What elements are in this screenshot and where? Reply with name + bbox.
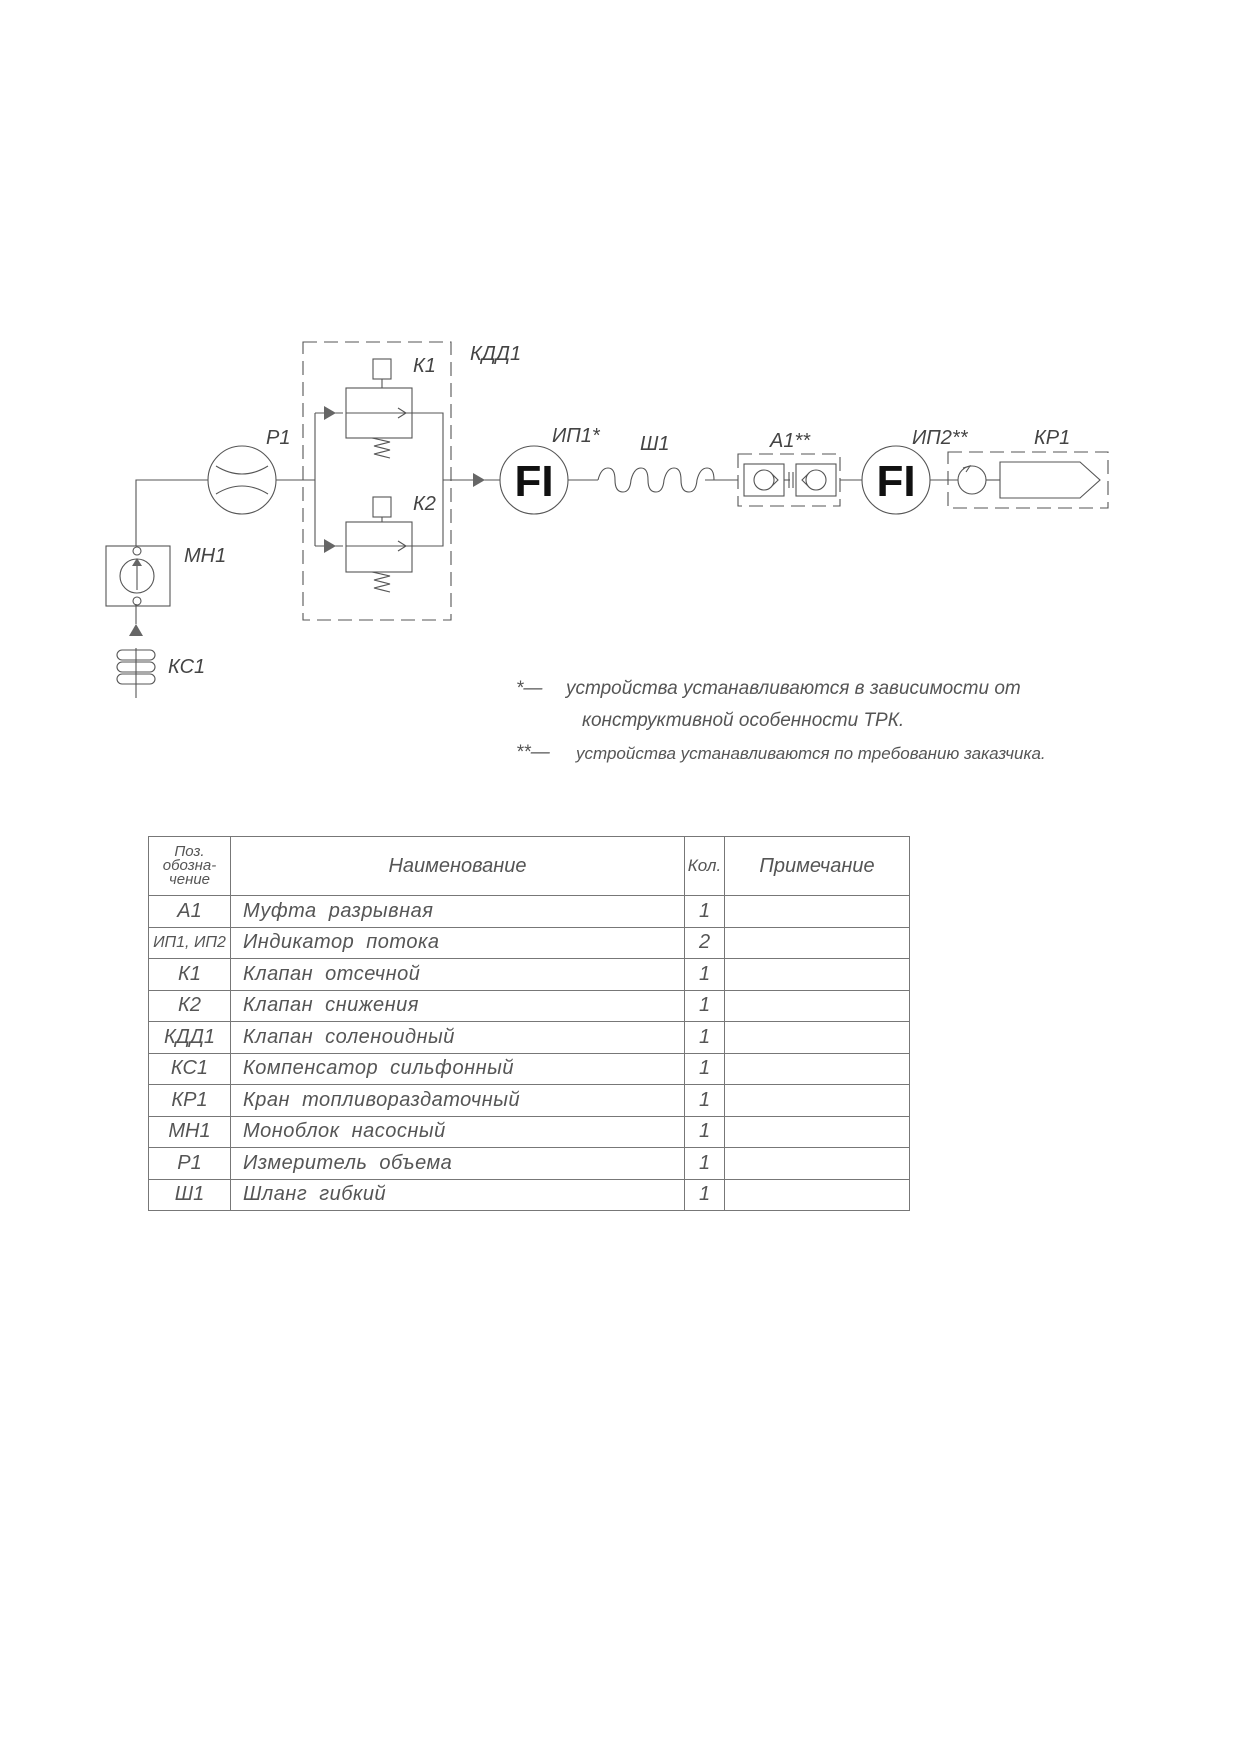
bellows-compensator-ks1 bbox=[116, 604, 156, 698]
table-header-row: Поз. обозна- чение Наименование Кол. При… bbox=[148, 836, 910, 896]
table-row: А1 Муфта разрывная 1 bbox=[148, 895, 910, 928]
note-2-mark: **— bbox=[516, 742, 550, 763]
solenoid-valve-group-kdd1 bbox=[302, 341, 452, 621]
row-quantity: 1 bbox=[684, 989, 725, 1022]
row-quantity: 1 bbox=[684, 1084, 725, 1117]
label-ip1: ИП1* bbox=[552, 425, 601, 447]
fuel-nozzle-kr1 bbox=[947, 451, 1109, 509]
label-ip2: ИП2** bbox=[912, 427, 969, 449]
row-note bbox=[724, 1178, 910, 1211]
flexible-hose-sh1 bbox=[597, 467, 715, 493]
table-row: МН1 Моноблок насосный 1 bbox=[148, 1115, 910, 1148]
row-note bbox=[724, 895, 910, 928]
row-position: МН1 bbox=[148, 1115, 231, 1148]
row-quantity: 1 bbox=[684, 1052, 725, 1085]
row-note bbox=[724, 1021, 910, 1054]
label-ks1: КС1 bbox=[168, 656, 205, 678]
row-quantity: 2 bbox=[684, 926, 725, 959]
row-note bbox=[724, 1084, 910, 1117]
row-position: КДД1 bbox=[148, 1021, 231, 1054]
table-row: КР1 Кран топливораздаточный 1 bbox=[148, 1084, 910, 1117]
note-1-text-continued: конструктивной особенности ТРК. bbox=[582, 710, 905, 731]
label-k1: К1 bbox=[413, 355, 436, 377]
row-name: Моноблок насосный bbox=[230, 1115, 685, 1148]
row-quantity: 1 bbox=[684, 1178, 725, 1211]
breakaway-coupling-a1 bbox=[737, 453, 841, 507]
row-quantity: 1 bbox=[684, 958, 725, 991]
row-quantity: 1 bbox=[684, 1021, 725, 1054]
table-row: Ш1 Шланг гибкий 1 bbox=[148, 1178, 910, 1211]
pump-monoblock-mn1 bbox=[105, 545, 171, 607]
header-position: Поз. обозна- чение bbox=[148, 836, 231, 896]
row-position: К1 bbox=[148, 958, 231, 991]
label-sh1: Ш1 bbox=[640, 433, 670, 455]
note-1-mark: *— bbox=[516, 678, 543, 699]
label-k2: К2 bbox=[413, 493, 436, 515]
row-name: Муфта разрывная bbox=[230, 895, 685, 928]
row-name: Индикатор потока bbox=[230, 926, 685, 959]
label-mn1: МН1 bbox=[184, 545, 226, 567]
label-kr1: КР1 bbox=[1034, 427, 1070, 449]
row-note bbox=[724, 1147, 910, 1180]
volume-meter-r1 bbox=[207, 445, 277, 515]
row-position: ИП1, ИП2 bbox=[148, 926, 231, 959]
label-a1: А1** bbox=[769, 430, 811, 452]
label-r1: Р1 bbox=[266, 427, 290, 449]
row-quantity: 1 bbox=[684, 1115, 725, 1148]
row-quantity: 1 bbox=[684, 895, 725, 928]
table-row: ИП1, ИП2 Индикатор потока 2 bbox=[148, 926, 910, 959]
table-row: К1 Клапан отсечной 1 bbox=[148, 958, 910, 991]
row-note bbox=[724, 989, 910, 1022]
table-row: КДД1 Клапан соленоидный 1 bbox=[148, 1021, 910, 1054]
header-name: Наименование bbox=[230, 836, 685, 896]
table-row: Р1 Измеритель объема 1 bbox=[148, 1147, 910, 1180]
row-name: Компенсатор сильфонный bbox=[230, 1052, 685, 1085]
row-position: КС1 bbox=[148, 1052, 231, 1085]
table-row: КС1 Компенсатор сильфонный 1 bbox=[148, 1052, 910, 1085]
row-position: К2 bbox=[148, 989, 231, 1022]
specification-table: Поз. обозна- чение Наименование Кол. При… bbox=[148, 836, 910, 1211]
flow-indicator-ip1: FI bbox=[499, 445, 569, 515]
svg-text:FI: FI bbox=[514, 457, 553, 506]
row-name: Измеритель объема bbox=[230, 1147, 685, 1180]
row-note bbox=[724, 1115, 910, 1148]
row-note bbox=[724, 926, 910, 959]
row-name: Клапан отсечной bbox=[230, 958, 685, 991]
note-1-text: устройства устанавливаются в зависимости… bbox=[566, 678, 1021, 699]
row-name: Кран топливораздаточный bbox=[230, 1084, 685, 1117]
table-row: К2 Клапан снижения 1 bbox=[148, 989, 910, 1022]
row-name: Клапан снижения bbox=[230, 989, 685, 1022]
row-note bbox=[724, 1052, 910, 1085]
note-2-text: устройства устанавливаются по требованию… bbox=[576, 744, 1046, 763]
svg-text:FI: FI bbox=[876, 457, 915, 506]
hydraulic-diagram: КС1 МН1 Р1 КДД1 К1 bbox=[105, 341, 1109, 698]
shutoff-valve-k1 bbox=[345, 358, 413, 459]
header-note: Примечание bbox=[724, 836, 910, 896]
row-name: Клапан соленоидный bbox=[230, 1021, 685, 1054]
row-position: КР1 bbox=[148, 1084, 231, 1117]
row-name: Шланг гибкий bbox=[230, 1178, 685, 1211]
flow-indicator-ip2: FI bbox=[861, 445, 931, 515]
row-position: Р1 bbox=[148, 1147, 231, 1180]
row-note bbox=[724, 958, 910, 991]
row-position: А1 bbox=[148, 895, 231, 928]
header-quantity: Кол. bbox=[684, 836, 725, 896]
row-quantity: 1 bbox=[684, 1147, 725, 1180]
label-kdd1: КДД1 bbox=[470, 343, 521, 365]
reducing-valve-k2 bbox=[345, 496, 413, 593]
row-position: Ш1 bbox=[148, 1178, 231, 1211]
